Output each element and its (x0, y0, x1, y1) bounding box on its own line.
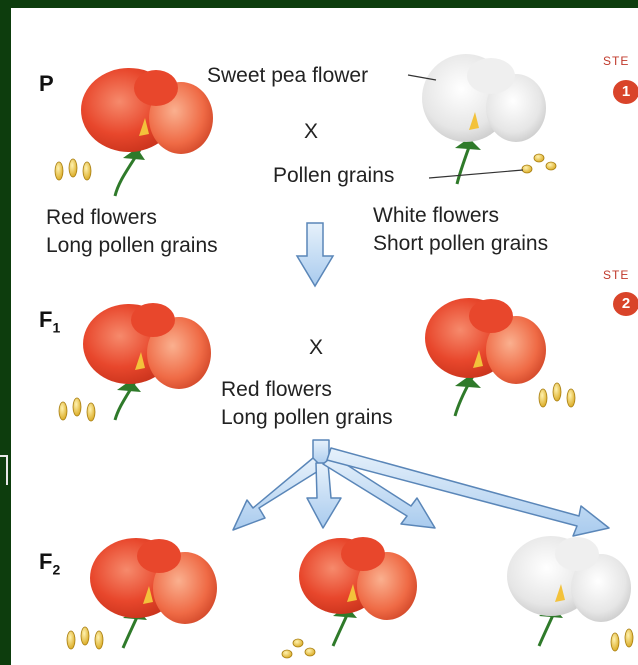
generation-p-label: P (39, 70, 54, 98)
leader-line-pollen (429, 170, 523, 178)
step-2-caption: STE (603, 268, 629, 282)
arrows-f1-to-f2 (233, 440, 609, 536)
step-2-badge: 2 (613, 292, 638, 316)
illustration-layer (11, 8, 638, 665)
sweet-pea-flower-label: Sweet pea flower (207, 62, 368, 90)
f2-short-pollen-2 (282, 639, 315, 658)
f1-red-flower-left (83, 303, 211, 420)
f2-white-flower (507, 536, 631, 646)
pollen-grains-label: Pollen grains (273, 162, 394, 190)
f1-red-flower-right (425, 298, 546, 416)
arrow-p-to-f1 (297, 223, 333, 286)
f1-long-pollen-left (59, 398, 95, 421)
generation-f2-label: F2 (39, 548, 60, 583)
f2-long-pollen-3 (611, 629, 633, 651)
cross-symbol-f1: X (309, 334, 323, 362)
genetics-panel: P F1 F2 Sweet pea flower X Pollen grains… (11, 8, 638, 665)
f1-trait-1: Red flowers (221, 376, 332, 404)
step-1-caption: STE (603, 54, 629, 68)
f1-long-pollen-right (539, 383, 575, 407)
f2-long-pollen-1 (67, 627, 103, 649)
frame-edge (6, 455, 8, 485)
p-white-flower (422, 54, 546, 184)
p-white-trait-1: White flowers (373, 202, 499, 230)
generation-f1-label: F1 (39, 306, 60, 341)
p-red-trait-1: Red flowers (46, 204, 157, 232)
cross-symbol-p: X (304, 118, 318, 146)
p-short-pollen (522, 154, 556, 173)
f2-red-flower-2 (299, 537, 417, 646)
p-white-trait-2: Short pollen grains (373, 230, 548, 258)
f1-trait-2: Long pollen grains (221, 404, 393, 432)
step-1-badge: 1 (613, 80, 638, 104)
p-long-pollen (55, 159, 91, 180)
p-red-flower (81, 68, 213, 196)
p-red-trait-2: Long pollen grains (46, 232, 218, 260)
f2-red-flower-1 (90, 538, 217, 648)
